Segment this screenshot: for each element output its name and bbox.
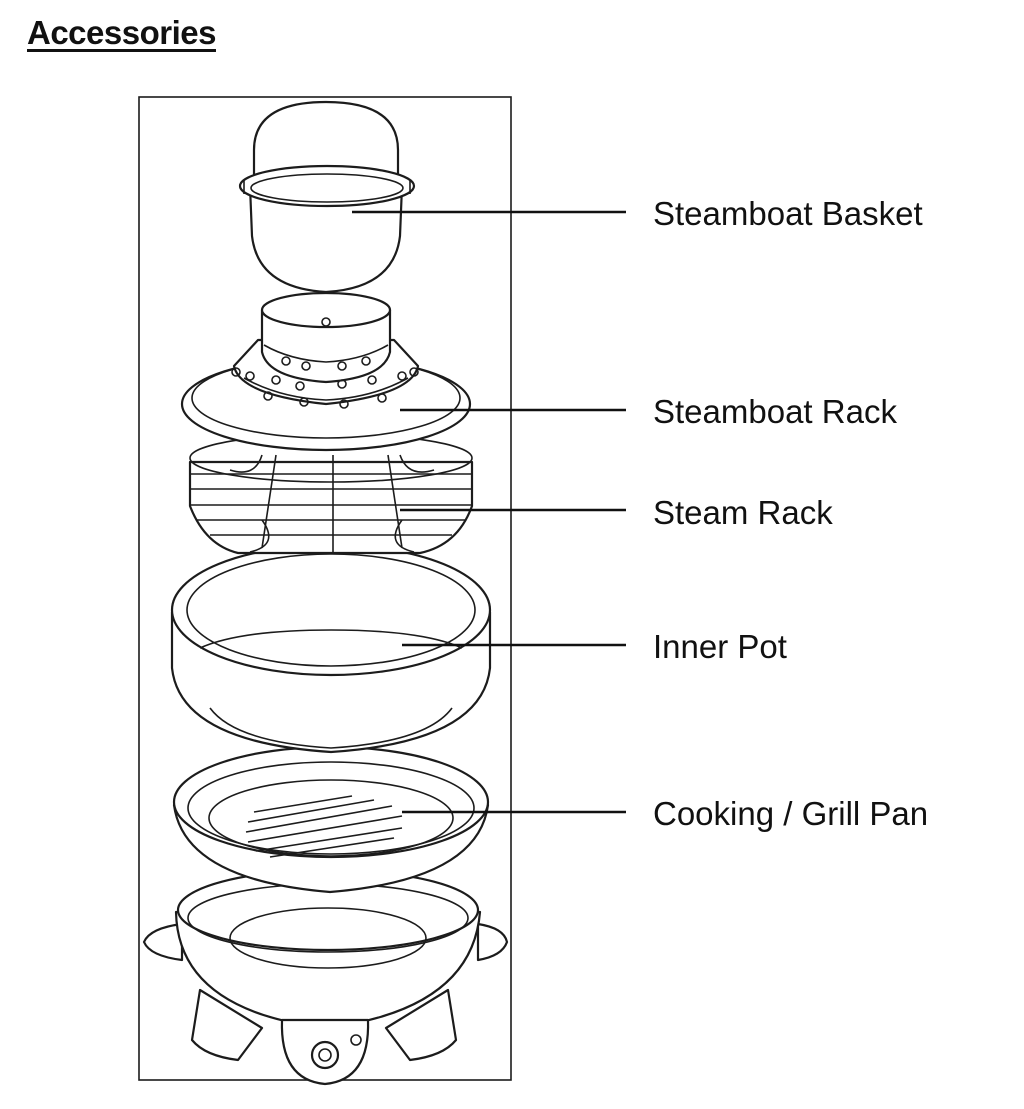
steam-rack bbox=[188, 433, 474, 555]
label-steam-rack: Steam Rack bbox=[653, 494, 833, 531]
label-steamboat-basket: Steamboat Basket bbox=[653, 195, 923, 232]
grill-pan bbox=[172, 745, 490, 894]
label-inner-pot: Inner Pot bbox=[653, 628, 787, 665]
steamboat-rack bbox=[180, 291, 472, 452]
base-unit bbox=[142, 868, 509, 1086]
label-cooking-grill-pan: Cooking / Grill Pan bbox=[653, 795, 929, 832]
page-title: Accessories bbox=[27, 14, 216, 51]
inner-pot bbox=[170, 543, 492, 754]
label-steamboat-rack: Steamboat Rack bbox=[653, 393, 897, 430]
steamboat-basket bbox=[238, 100, 416, 294]
